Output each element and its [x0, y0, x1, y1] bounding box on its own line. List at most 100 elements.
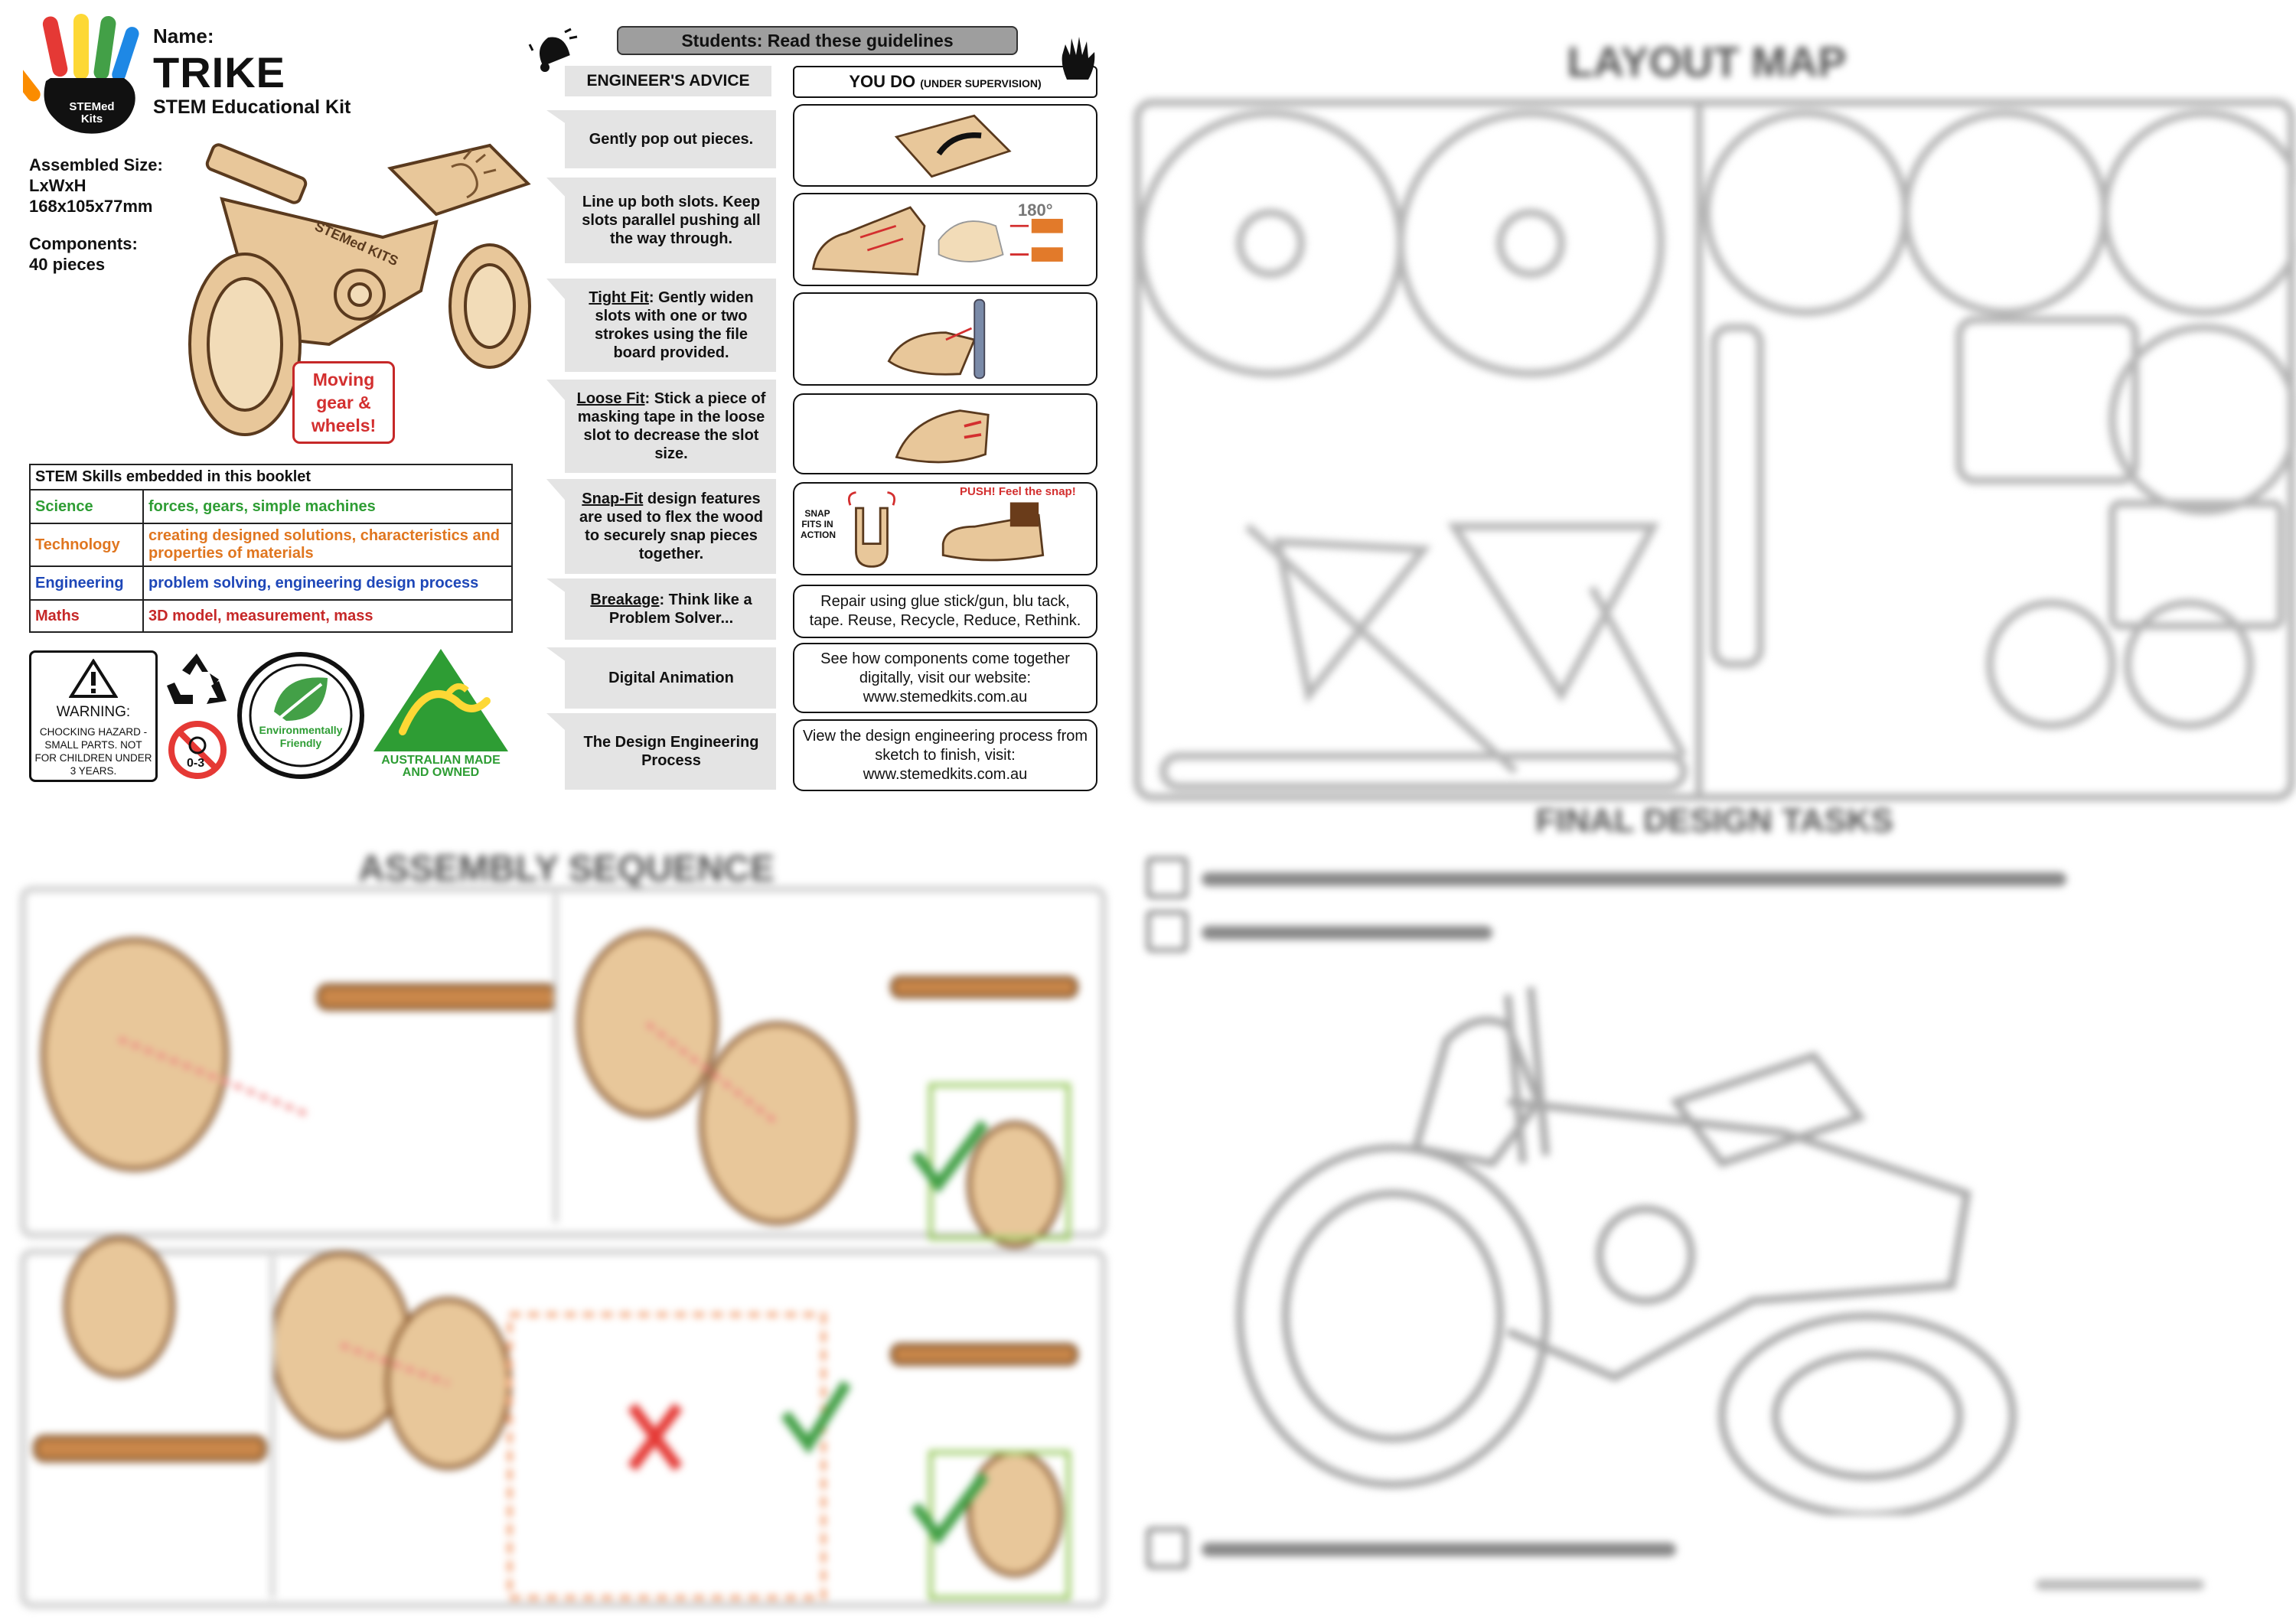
table-row: Technology creating designed solutions, … [29, 523, 513, 567]
assembly-title: ASSEMBLY SEQUENCE [357, 849, 775, 889]
assembly-step-1-frame [20, 886, 1107, 1238]
do-snap-fit [793, 482, 1097, 575]
snap-fit-illustration [847, 491, 1045, 568]
environmentally-friendly-label: Environmentally Friendly [243, 724, 358, 750]
stemed-kits-logo: STEMed Kits [23, 14, 139, 134]
aus-label-line1: AUSTRALIAN MADE [381, 754, 501, 767]
line-up-slots-illustration [811, 206, 1063, 276]
warning-triangle-icon [68, 658, 119, 698]
advice-text: : Gently widen slots with one or two str… [594, 289, 754, 361]
advice-digital-animation: Digital Animation [546, 647, 776, 709]
choking-warning: WARNING: CHOCKING HAZARD - SMALL PARTS. … [29, 650, 158, 782]
layout-map-title: LAYOUT MAP [1567, 37, 1847, 86]
advice-text: design features are used to flex the woo… [579, 490, 764, 562]
you-do-header-sub: (UNDER SUPERVISION) [920, 77, 1042, 90]
advice-term: Tight Fit [589, 289, 649, 306]
moving-parts-callout: Moving gear & wheels! [292, 361, 395, 444]
snap-push-label: PUSH! Feel the snap! [960, 485, 1076, 498]
assembly-illustrations [33, 894, 1078, 1600]
advice-breakage: Breakage: Think like a Problem Solver... [546, 578, 776, 640]
engineers-advice-header: ENGINEER'S ADVICE [565, 66, 771, 96]
do-loose-fit [793, 393, 1097, 474]
australian-made-logo [373, 649, 508, 751]
advice-pop-out: Gently pop out pieces. [546, 110, 776, 168]
task-text-2 [1202, 926, 1492, 940]
components-value: 40 pieces [29, 255, 106, 274]
warning-title: WARNING: [56, 704, 131, 720]
kit-subtitle: STEM Educational Kit [153, 96, 351, 118]
advice-text: Digital Animation [608, 670, 734, 686]
layout-map-sheet [1133, 99, 2296, 801]
trike-line-drawing [1236, 986, 2017, 1515]
callout-line-3: wheels! [311, 416, 377, 435]
logo-text-line1: STEMed [69, 100, 114, 113]
advice-text: The Design Engineering Process [583, 734, 759, 769]
final-design-title: FINAL DESIGN TASKS [1535, 802, 1893, 839]
you-do-header-main: YOU DO [849, 72, 916, 91]
skill-subject: Science [29, 489, 144, 524]
skill-subject: Technology [29, 523, 144, 567]
advice-term: Loose Fit [576, 390, 645, 407]
guidelines-title: Students: Read these guidelines [617, 26, 1018, 55]
advice-text: Gently pop out pieces. [589, 131, 754, 148]
rotation-180-label: 180° [1018, 200, 1053, 220]
advice-term: Snap-Fit [582, 490, 644, 507]
warning-text: CHOCKING HAZARD - SMALL PARTS. NOT FOR C… [34, 726, 152, 777]
do-breakage: Repair using glue stick/gun, blu tack, t… [793, 585, 1097, 638]
skill-detail: creating designed solutions, characteris… [142, 523, 513, 567]
name-label: Name: [153, 24, 214, 47]
table-row: Science forces, gears, simple machines [29, 489, 513, 524]
trike-illustration: STEMed KITS [188, 143, 531, 436]
australian-made-label: AUSTRALIAN MADE AND OWNED [366, 754, 516, 779]
callout-line-2: gear & [316, 393, 371, 412]
loose-fit-illustration [895, 409, 990, 464]
skill-subject: Engineering [29, 565, 144, 601]
table-row: Maths 3D model, measurement, mass [29, 599, 513, 633]
do-design-process: View the design engineering process from… [793, 719, 1097, 791]
do-digital-animation: See how components come together digital… [793, 643, 1097, 713]
recycle-icon [167, 653, 227, 704]
aus-label-line2: AND OWNED [402, 766, 480, 779]
stem-skills-table: STEM Skills embedded in this booklet Sci… [29, 464, 513, 633]
advice-text: Line up both slots. Keep slots parallel … [582, 194, 761, 247]
task-text-3 [1202, 1543, 1676, 1556]
advice-loose-fit: Loose Fit: Stick a piece of masking tape… [546, 380, 776, 473]
stem-skills-heading: STEM Skills embedded in this booklet [29, 464, 513, 490]
assembled-size-value: 168x105x77mm [29, 197, 153, 216]
advice-line-up-slots: Line up both slots. Keep slots parallel … [546, 178, 776, 263]
bell-icon [528, 28, 578, 72]
components-label: Components: [29, 234, 138, 253]
advice-term: Breakage [590, 592, 660, 608]
task-text-1 [1202, 872, 2066, 886]
product-name: TRIKE [153, 48, 285, 96]
tight-fit-illustration [887, 298, 986, 380]
advice-text: : Think like a Problem Solver... [608, 592, 752, 627]
callout-line-1: Moving [312, 370, 375, 389]
page-footer [2036, 1579, 2204, 1590]
assembly-step-2-frame [20, 1249, 1107, 1608]
env-label-line1: Environmentally [259, 724, 343, 736]
skill-detail: problem solving, engineering design proc… [142, 565, 513, 601]
logo-text-line2: Kits [81, 112, 103, 125]
advice-text: : Stick a piece of masking tape in the l… [577, 390, 766, 462]
hand-icon [1062, 37, 1095, 80]
snap-fits-label: SNAP FITS IN ACTION [801, 508, 836, 540]
kit-specs: Assembled Size: LxWxH 168x105x77mm Compo… [29, 155, 163, 275]
task-checkbox-2[interactable] [1146, 911, 1188, 952]
task-checkbox-3[interactable] [1146, 1527, 1188, 1569]
do-line-up-slots [793, 193, 1097, 286]
do-tight-fit [793, 292, 1097, 386]
skill-detail: 3D model, measurement, mass [142, 599, 513, 633]
age-restriction-icon: 0-3 [168, 721, 227, 779]
assembled-size-dims: LxWxH [29, 176, 86, 195]
table-row: Engineering problem solving, engineering… [29, 565, 513, 601]
do-pop-out [793, 104, 1097, 187]
pop-out-illustration [894, 114, 1012, 178]
assembled-size-label: Assembled Size: [29, 155, 163, 174]
task-checkbox-1[interactable] [1146, 857, 1188, 898]
env-label-line2: Friendly [279, 737, 322, 749]
environmentally-friendly-badge [237, 652, 364, 779]
advice-snap-fit: Snap-Fit design features are used to fle… [546, 479, 776, 574]
skill-detail: forces, gears, simple machines [142, 489, 513, 524]
age-label: 0-3 [187, 757, 204, 770]
